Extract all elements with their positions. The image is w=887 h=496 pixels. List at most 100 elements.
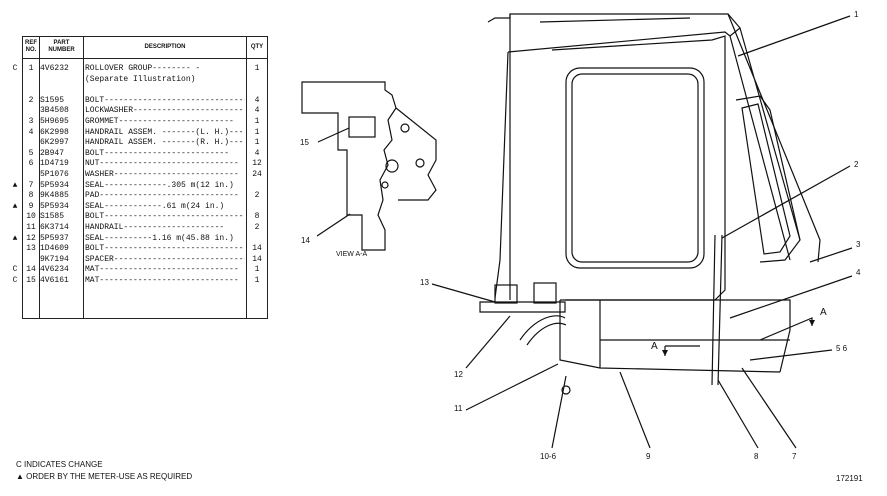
row-qty: 1: [254, 138, 260, 148]
table-col-line: [267, 36, 268, 319]
row-mark: ▲: [12, 201, 18, 211]
row-part-number: S1585: [40, 212, 65, 222]
table-top-border: [22, 36, 268, 37]
table-header-divider: [22, 58, 268, 59]
row-description: BOLT--------------------------: [85, 148, 230, 158]
row-part-number: 6K2998: [40, 127, 69, 137]
rear-post: [727, 13, 821, 263]
row-description: SEAL----------1.16 m(45.88 in.): [85, 233, 234, 243]
row-part-number: 4V6232: [40, 64, 69, 73]
mat-15-panel: [348, 116, 376, 138]
leader-9: [619, 371, 651, 449]
row-qty: 2: [254, 191, 260, 201]
row-part-number: 5P5934: [40, 180, 69, 190]
row-ref-no: 9: [28, 201, 34, 211]
leader-2: [721, 165, 851, 239]
row-mark: C: [12, 276, 18, 285]
row-description: HANDRAIL ASSEM. -------(L. H.)---: [85, 127, 244, 137]
row-mark: C: [12, 265, 18, 275]
section-line-left: [664, 345, 700, 356]
row-part-number: 9K4885: [40, 191, 69, 201]
callout-14: 14: [301, 236, 310, 245]
leader-3: [809, 247, 853, 263]
row-qty: 8: [254, 212, 260, 222]
figure-number: 172191: [836, 474, 863, 483]
row-ref-no: 10: [26, 212, 36, 222]
table-col-line: [22, 36, 23, 319]
footnote-change: C INDICATES CHANGE: [16, 460, 103, 469]
row-qty: 24: [252, 170, 262, 179]
leader-11: [465, 363, 559, 411]
rear-window-inner: [741, 103, 791, 255]
header-part-line1: PART: [53, 40, 70, 46]
row-part-number: 4V6234: [40, 265, 69, 275]
row-qty: 4: [254, 95, 260, 105]
row-mark: ▲: [12, 233, 18, 243]
door-window-inner: [571, 73, 699, 263]
leader-10-6: [551, 375, 567, 449]
row-description: GROMMET------------------------: [85, 117, 234, 126]
table-col-line: [39, 36, 40, 319]
table-row: 3B4508 LOCKWASHER----------------------- 4: [10, 106, 268, 116]
leader-8: [717, 379, 759, 449]
roof-edge: [539, 17, 691, 23]
hole: [381, 181, 389, 189]
header-ref-no: REF NO.: [23, 40, 39, 54]
leader-13: [431, 283, 496, 303]
header-description: DESCRIPTION: [144, 44, 186, 50]
callout-7: 7: [792, 452, 797, 461]
hole: [400, 123, 410, 133]
callout-2: 2: [854, 160, 859, 169]
row-ref-no: 5: [28, 148, 34, 158]
row-ref-no: 11: [26, 223, 36, 232]
row-description: BOLT-------------------------------: [85, 95, 245, 105]
row-qty: 1: [254, 276, 260, 285]
row-description: NUT-----------------------------: [85, 159, 239, 169]
row-qty: 4: [254, 106, 260, 116]
callout-11: 11: [454, 404, 463, 413]
section-line-right: [759, 317, 813, 341]
front-handrail-inner: [526, 322, 567, 346]
row-description: LOCKWASHER-----------------------: [85, 106, 244, 116]
row-part-number: 5P5934: [40, 201, 69, 211]
view-a-a-label: VIEW A-A: [336, 251, 368, 258]
row-mark: C: [12, 64, 18, 73]
row-description: HANDRAIL---------------------: [85, 223, 225, 232]
row-description: MAT-----------------------------: [85, 276, 239, 285]
leader-15: [317, 127, 350, 143]
row-part-number: 5H9695: [40, 117, 69, 126]
rear-post-inner: [729, 35, 791, 261]
section-arrow-left: [662, 350, 668, 356]
row-part-number: 3B4508: [40, 106, 69, 116]
section-a-right-label: A: [820, 307, 827, 318]
row-part-number: 9K7194: [40, 254, 69, 264]
row-part-number: 1D4719: [40, 159, 69, 169]
row-qty: 2: [254, 223, 260, 232]
row-ref-no: 6: [28, 159, 34, 169]
table-col-line: [246, 36, 247, 319]
row-ref-no: 7: [28, 180, 34, 190]
row-qty: 14: [252, 244, 262, 254]
row-ref-no: 13: [26, 244, 36, 254]
row-qty: 4: [254, 148, 260, 158]
row-description: SEAL-------------.305 m(12 in.): [85, 180, 234, 190]
mount-bracket: [494, 284, 518, 304]
leader-5-6: [749, 349, 833, 361]
leader-1: [737, 15, 851, 57]
row-description: WASHER--------------------------: [85, 170, 239, 179]
row-ref-no: 3: [28, 117, 34, 126]
